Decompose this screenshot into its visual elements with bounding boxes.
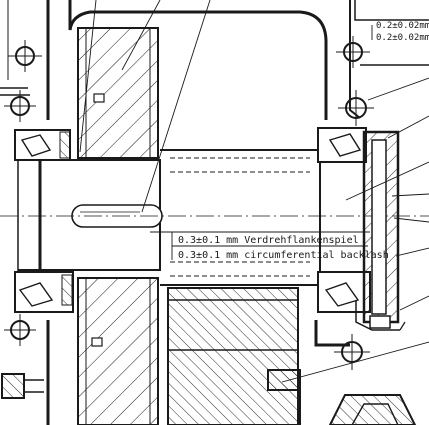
bolt-mark-top-left xyxy=(8,40,42,72)
pinion-shaft xyxy=(160,149,321,425)
annotations: 0.2±0.02mm 0.2±0.02mm 0.3±0.1 mm Verdreh… xyxy=(178,21,429,261)
bolt-mark-mid-left xyxy=(4,90,36,122)
bottom-right-bearing xyxy=(328,394,417,425)
main-shaft xyxy=(0,145,429,285)
bottom-pinion-bolt xyxy=(267,369,301,391)
leader-lines xyxy=(79,0,429,383)
backlash-label-en: 0.3±0.1 mm circumferential backlash xyxy=(178,250,389,261)
bottom-left-bolt xyxy=(1,373,44,399)
right-bearing-bottom xyxy=(317,271,371,313)
right-end-cover xyxy=(355,130,406,331)
right-bearing-top xyxy=(317,127,367,163)
backlash-label-de: 0.3±0.1 mm Verdrehflankenspiel xyxy=(178,235,359,246)
bolt-mark-mid-right xyxy=(338,90,374,126)
tolerance-label-1: 0.2±0.02mm xyxy=(376,21,429,31)
tolerance-label-2: 0.2±0.02mm xyxy=(376,33,429,43)
bolt-mark-low-left xyxy=(4,314,36,346)
left-bearing-bottom xyxy=(14,271,74,313)
bolt-mark-low-right xyxy=(334,334,370,370)
bolt-mark-top-right xyxy=(336,36,370,68)
left-bearing-top xyxy=(14,129,71,161)
left-gear xyxy=(77,27,159,425)
